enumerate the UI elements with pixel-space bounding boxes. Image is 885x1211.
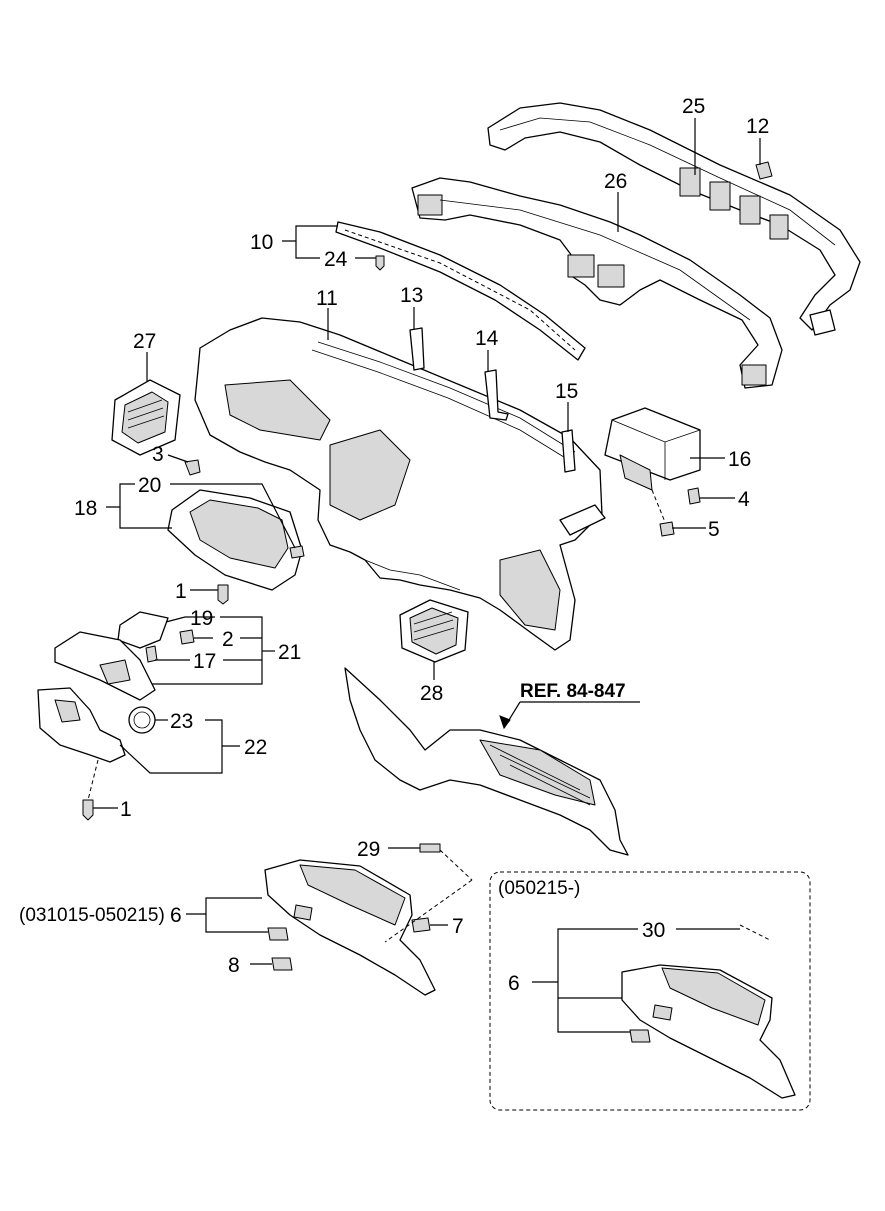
lower-shroud-part-22 — [37, 687, 126, 763]
callout-11: 11 — [316, 287, 338, 310]
clip-part-12 — [755, 161, 773, 180]
screw-part-24 — [375, 255, 385, 271]
screw-part-2 — [179, 629, 195, 645]
callout-15: 15 — [555, 380, 578, 403]
glove-box-new-part-6 — [621, 964, 796, 1099]
callout-28: 28 — [420, 682, 443, 705]
upper-shroud-part-21 — [54, 631, 156, 701]
cluster-fascia-part-18 — [167, 489, 303, 591]
defroster-duct-part-25 — [487, 102, 861, 336]
callout-8: 8 — [228, 954, 240, 977]
variant-frame-050215 — [489, 871, 811, 1111]
callout-27: 27 — [133, 330, 156, 353]
callout-6-old: 6 — [170, 904, 182, 927]
ring-part-23 — [128, 706, 156, 734]
callout-19: 19 — [190, 607, 213, 630]
screw-part-1-upper — [217, 584, 229, 605]
callout-5: 5 — [708, 518, 720, 541]
bolt-part-4 — [687, 487, 701, 505]
callout-10: 10 — [250, 231, 273, 254]
screw-part-1-lower — [82, 799, 94, 821]
crash-pad-part-11 — [194, 317, 606, 651]
callout-3: 3 — [152, 443, 164, 466]
leader-lines — [93, 118, 761, 1033]
bracket-part-13 — [409, 327, 425, 371]
callout-2: 2 — [222, 628, 234, 651]
callout-25: 25 — [682, 95, 705, 118]
bracket-part-15 — [561, 429, 576, 473]
lower-panel-ref-84-847 — [344, 667, 629, 856]
glove-box-old-part-6 — [264, 859, 436, 996]
cover-part-19 — [117, 611, 169, 649]
side-vent-part-27 — [111, 379, 181, 456]
stopper-part-7 — [411, 917, 431, 933]
screw-part-3 — [184, 459, 201, 476]
reference-label: REF. 84-847 — [520, 681, 626, 702]
callout-20: 20 — [138, 474, 161, 497]
callout-1-lower: 1 — [120, 798, 132, 821]
callout-13: 13 — [400, 284, 423, 307]
callout-24: 24 — [324, 248, 348, 271]
variant-label-old: (031015-050215) — [19, 905, 165, 926]
defroster-grille-part-10 — [335, 221, 586, 361]
clip-part-20 — [289, 545, 305, 559]
variant-label-new: (050215-) — [498, 878, 580, 899]
nut-part-5 — [659, 521, 675, 537]
callout-4: 4 — [738, 488, 750, 511]
callout-14: 14 — [475, 327, 499, 350]
latch-part-old — [267, 927, 289, 941]
callout-7: 7 — [452, 915, 464, 938]
callout-18: 18 — [74, 497, 97, 520]
bracket-part-8 — [271, 957, 293, 971]
latch-part-new — [629, 1029, 651, 1043]
callout-29: 29 — [357, 838, 380, 861]
bracket-part-14 — [484, 369, 509, 421]
callout-16: 16 — [728, 448, 751, 471]
callout-1-upper: 1 — [175, 580, 187, 603]
heater-duct-part-26 — [411, 177, 783, 389]
callout-30: 30 — [642, 919, 665, 942]
callout-23: 23 — [170, 710, 193, 733]
damper-part-29 — [419, 843, 441, 853]
callout-12: 12 — [746, 115, 769, 138]
center-vent-part-28 — [399, 599, 469, 663]
callout-26: 26 — [604, 170, 627, 193]
callout-21: 21 — [278, 641, 301, 664]
callout-22: 22 — [244, 736, 267, 759]
passenger-airbag-part-16 — [604, 407, 701, 491]
callout-6-new: 6 — [508, 972, 520, 995]
callout-17: 17 — [193, 650, 216, 673]
